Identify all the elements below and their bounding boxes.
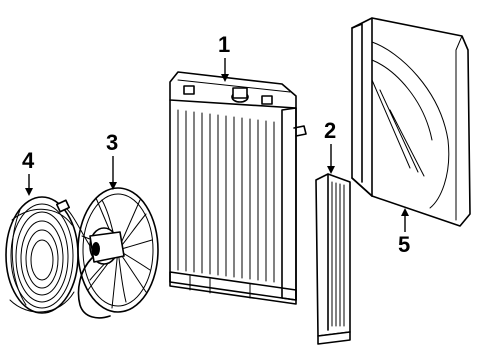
svg-text:2: 2 — [324, 118, 336, 143]
callout-2: 2 — [324, 118, 336, 174]
radiator — [169, 71, 307, 305]
callout-4: 4 — [22, 148, 35, 196]
svg-text:4: 4 — [22, 148, 35, 173]
callout-5: 5 — [398, 208, 410, 257]
svg-text:3: 3 — [106, 130, 118, 155]
fan-shroud — [351, 17, 471, 227]
svg-text:1: 1 — [218, 32, 230, 57]
callout-1: 1 — [218, 32, 230, 82]
svg-text:5: 5 — [398, 232, 410, 257]
callout-3: 3 — [106, 130, 118, 190]
oil-cooler — [315, 173, 351, 345]
fan-motor-assembly — [55, 187, 159, 319]
fan-guard — [5, 196, 79, 314]
